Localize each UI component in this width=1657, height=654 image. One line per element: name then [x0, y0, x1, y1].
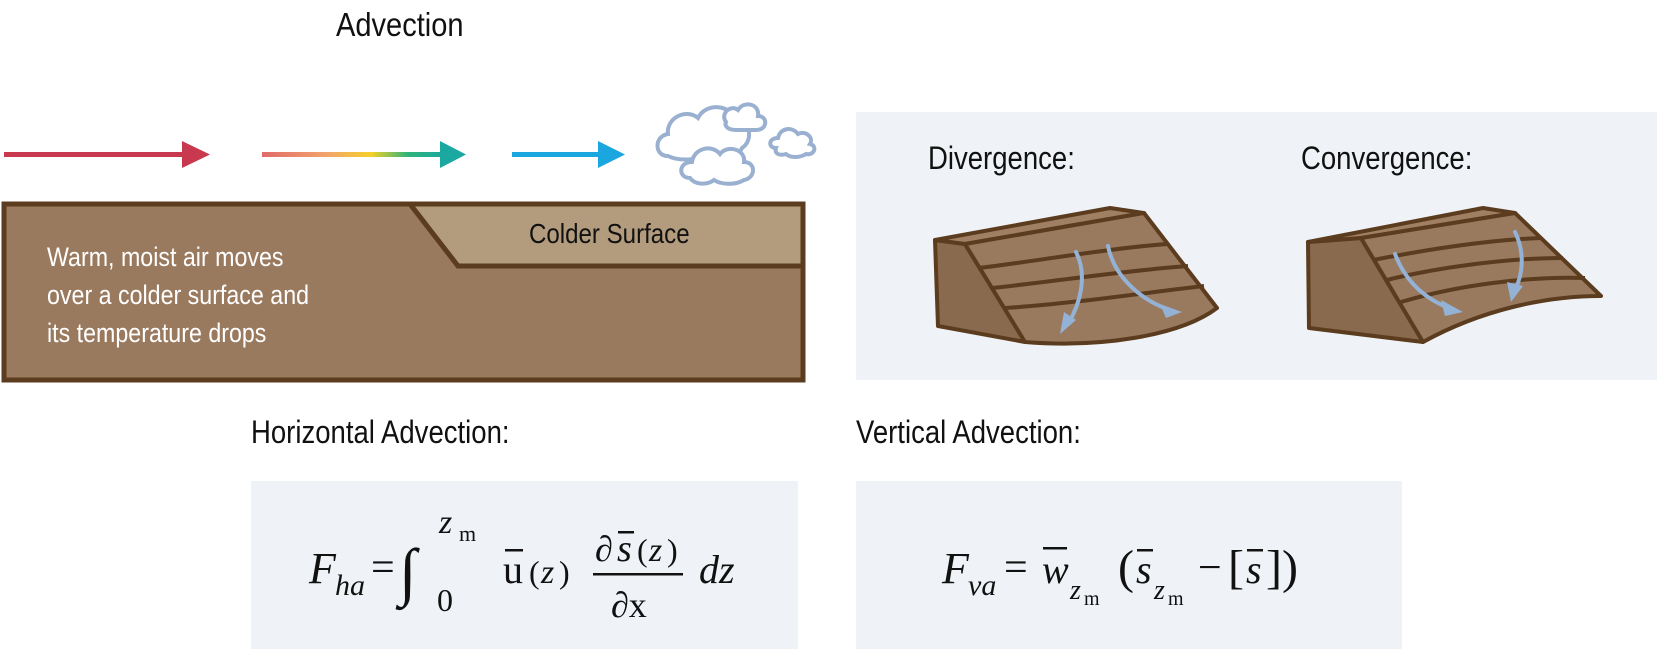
- svg-text:F: F: [308, 544, 337, 593]
- svg-text:dz: dz: [699, 547, 735, 592]
- svg-text:0: 0: [437, 582, 453, 618]
- ground-text-line: Warm, moist air moves: [47, 242, 284, 272]
- svg-text:=: =: [1004, 545, 1028, 591]
- svg-text:): ): [559, 554, 570, 590]
- svg-text:z: z: [438, 504, 452, 541]
- horizontal-advection-equation: F ha = ∫ z m 0 u ( z ) ∂ s ( z ) ∂x dz: [308, 504, 735, 625]
- svg-text:(: (: [529, 554, 540, 590]
- vertical-advection-label: Vertical Advection:: [856, 414, 1081, 450]
- divergence-block: [933, 206, 1219, 346]
- svg-text:∫: ∫: [395, 536, 420, 611]
- svg-text:m: m: [1168, 588, 1184, 610]
- diagram-title: Advection: [336, 6, 464, 43]
- horizontal-advection-label: Horizontal Advection:: [251, 414, 510, 450]
- advection-arrows: [4, 141, 625, 168]
- svg-text:w: w: [1042, 547, 1069, 592]
- svg-text:s: s: [1246, 547, 1262, 592]
- svg-text:z: z: [540, 554, 554, 591]
- svg-text:[: [: [1228, 541, 1244, 594]
- svg-text:(: (: [1118, 541, 1134, 594]
- horizontal-equation-box: [251, 481, 798, 649]
- svg-text:∂x: ∂x: [611, 585, 647, 625]
- svg-text:z: z: [1069, 575, 1081, 606]
- ground-text-line: its temperature drops: [47, 318, 267, 348]
- warm-arrow-icon: [4, 141, 210, 168]
- transition-arrow-icon: [262, 141, 466, 168]
- svg-text:m: m: [1084, 588, 1100, 610]
- svg-text:(: (: [637, 532, 648, 568]
- svg-text:z: z: [648, 532, 662, 569]
- convergence-label: Convergence:: [1301, 140, 1473, 176]
- svg-text:∂: ∂: [595, 529, 613, 569]
- svg-text:]): ]): [1266, 541, 1298, 594]
- svg-text:u: u: [503, 547, 523, 592]
- colder-surface-label: Colder Surface: [529, 218, 690, 249]
- svg-text:): ): [667, 532, 678, 568]
- ground-text-line: over a colder surface and: [47, 280, 310, 310]
- cloud-icon: [655, 102, 817, 186]
- svg-text:va: va: [968, 569, 996, 602]
- cold-arrow-icon: [512, 141, 625, 168]
- convergence-block: [1306, 206, 1603, 344]
- vertical-advection-equation: F va = w z m ( s z m − [ s ]): [941, 541, 1298, 610]
- vertical-equation-box: [856, 481, 1402, 649]
- divergence-label: Divergence:: [928, 140, 1075, 176]
- svg-text:z: z: [1153, 575, 1165, 606]
- svg-text:s: s: [1136, 547, 1152, 592]
- svg-text:−: −: [1198, 545, 1222, 591]
- svg-text:F: F: [941, 544, 970, 593]
- svg-text:s: s: [617, 528, 632, 570]
- ground-description: Warm, moist air moves over a colder surf…: [47, 238, 309, 352]
- ground-block: [1, 201, 806, 383]
- svg-text:ha: ha: [335, 569, 365, 602]
- svg-text:=: =: [371, 545, 395, 591]
- svg-text:m: m: [459, 521, 476, 546]
- colder-surface-region: [404, 201, 806, 269]
